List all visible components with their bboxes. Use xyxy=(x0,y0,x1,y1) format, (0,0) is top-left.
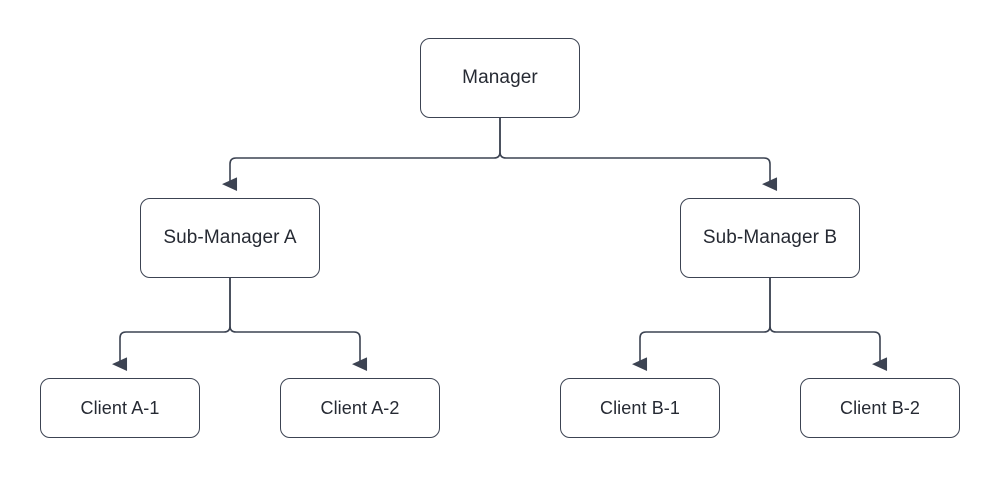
node-client-b-2-label: Client B-2 xyxy=(839,398,921,418)
node-client-a-2[interactable]: Client A-2 xyxy=(280,378,440,438)
node-sub-manager-b[interactable]: Sub-Manager B xyxy=(680,198,860,278)
node-client-b-1[interactable]: Client B-1 xyxy=(560,378,720,438)
node-sub-manager-b-label: Sub-Manager B xyxy=(702,227,838,248)
node-client-a-1[interactable]: Client A-1 xyxy=(40,378,200,438)
node-sub-manager-a[interactable]: Sub-Manager A xyxy=(140,198,320,278)
node-manager[interactable]: Manager xyxy=(420,38,580,118)
edge-manager-sub-a xyxy=(222,118,501,192)
edge-sub-b-client-b-2 xyxy=(769,278,888,372)
node-client-b-1-label: Client B-1 xyxy=(599,398,681,418)
edge-manager-sub-b xyxy=(499,118,778,192)
node-client-a-2-label: Client A-2 xyxy=(320,398,400,418)
node-client-a-1-label: Client A-1 xyxy=(80,398,160,418)
edge-sub-a-client-a-1 xyxy=(112,278,231,372)
node-client-b-2[interactable]: Client B-2 xyxy=(800,378,960,438)
node-manager-label: Manager xyxy=(462,67,538,88)
edge-sub-b-client-b-1 xyxy=(632,278,771,372)
node-sub-manager-a-label: Sub-Manager A xyxy=(163,227,297,248)
edge-sub-a-client-a-2 xyxy=(229,278,368,372)
